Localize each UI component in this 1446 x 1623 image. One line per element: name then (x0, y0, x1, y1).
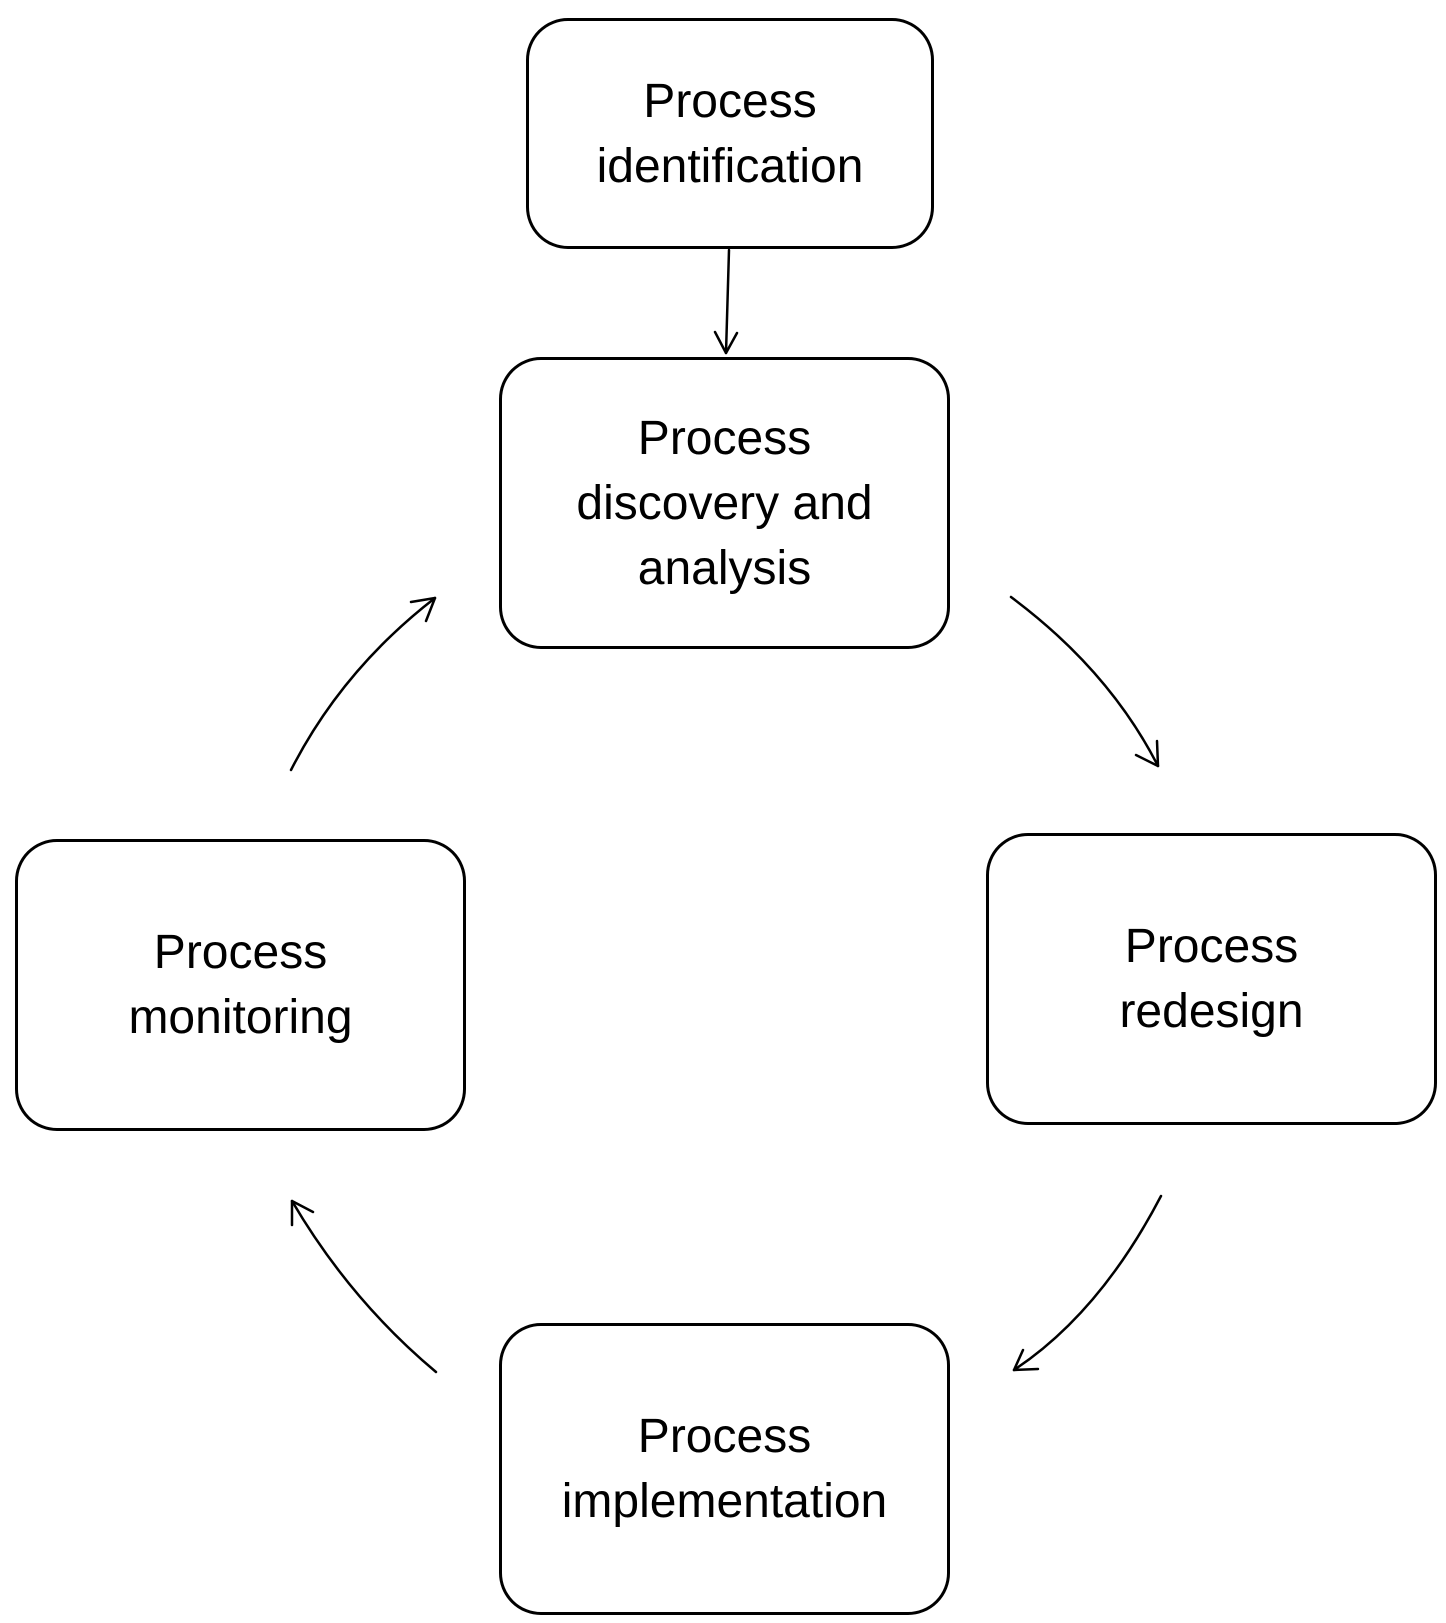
node-label-line: monitoring (128, 991, 353, 1044)
node-process-redesign: Process redesign (986, 833, 1437, 1125)
node-label-line: identification (596, 139, 864, 193)
arrow-identification-to-discovery (713, 248, 739, 355)
node-label-line: Process (1124, 920, 1299, 973)
node-label-line: Process (643, 74, 817, 128)
arrow-discovery-to-redesign (1009, 595, 1160, 768)
node-process-monitoring: Process monitoring (15, 839, 466, 1131)
node-process-implementation: Process implementation (499, 1323, 950, 1615)
node-label-line: implementation (561, 1475, 888, 1528)
node-process-discovery-and-analysis: Process discovery and analysis (499, 357, 950, 649)
node-label-line: Process (637, 1410, 812, 1463)
node-process-identification: Process identification (526, 18, 934, 249)
arrow-monitoring-to-discovery (289, 596, 437, 772)
node-label-line: analysis (637, 541, 812, 595)
node-label-line: discovery and (576, 476, 873, 530)
arrow-implementation-to-monitoring (290, 1199, 438, 1374)
node-label-line: Process (153, 926, 328, 979)
arrow-redesign-to-implementation (1012, 1194, 1163, 1372)
node-label-line: redesign (1119, 985, 1304, 1038)
node-label-line: Process (637, 411, 812, 465)
